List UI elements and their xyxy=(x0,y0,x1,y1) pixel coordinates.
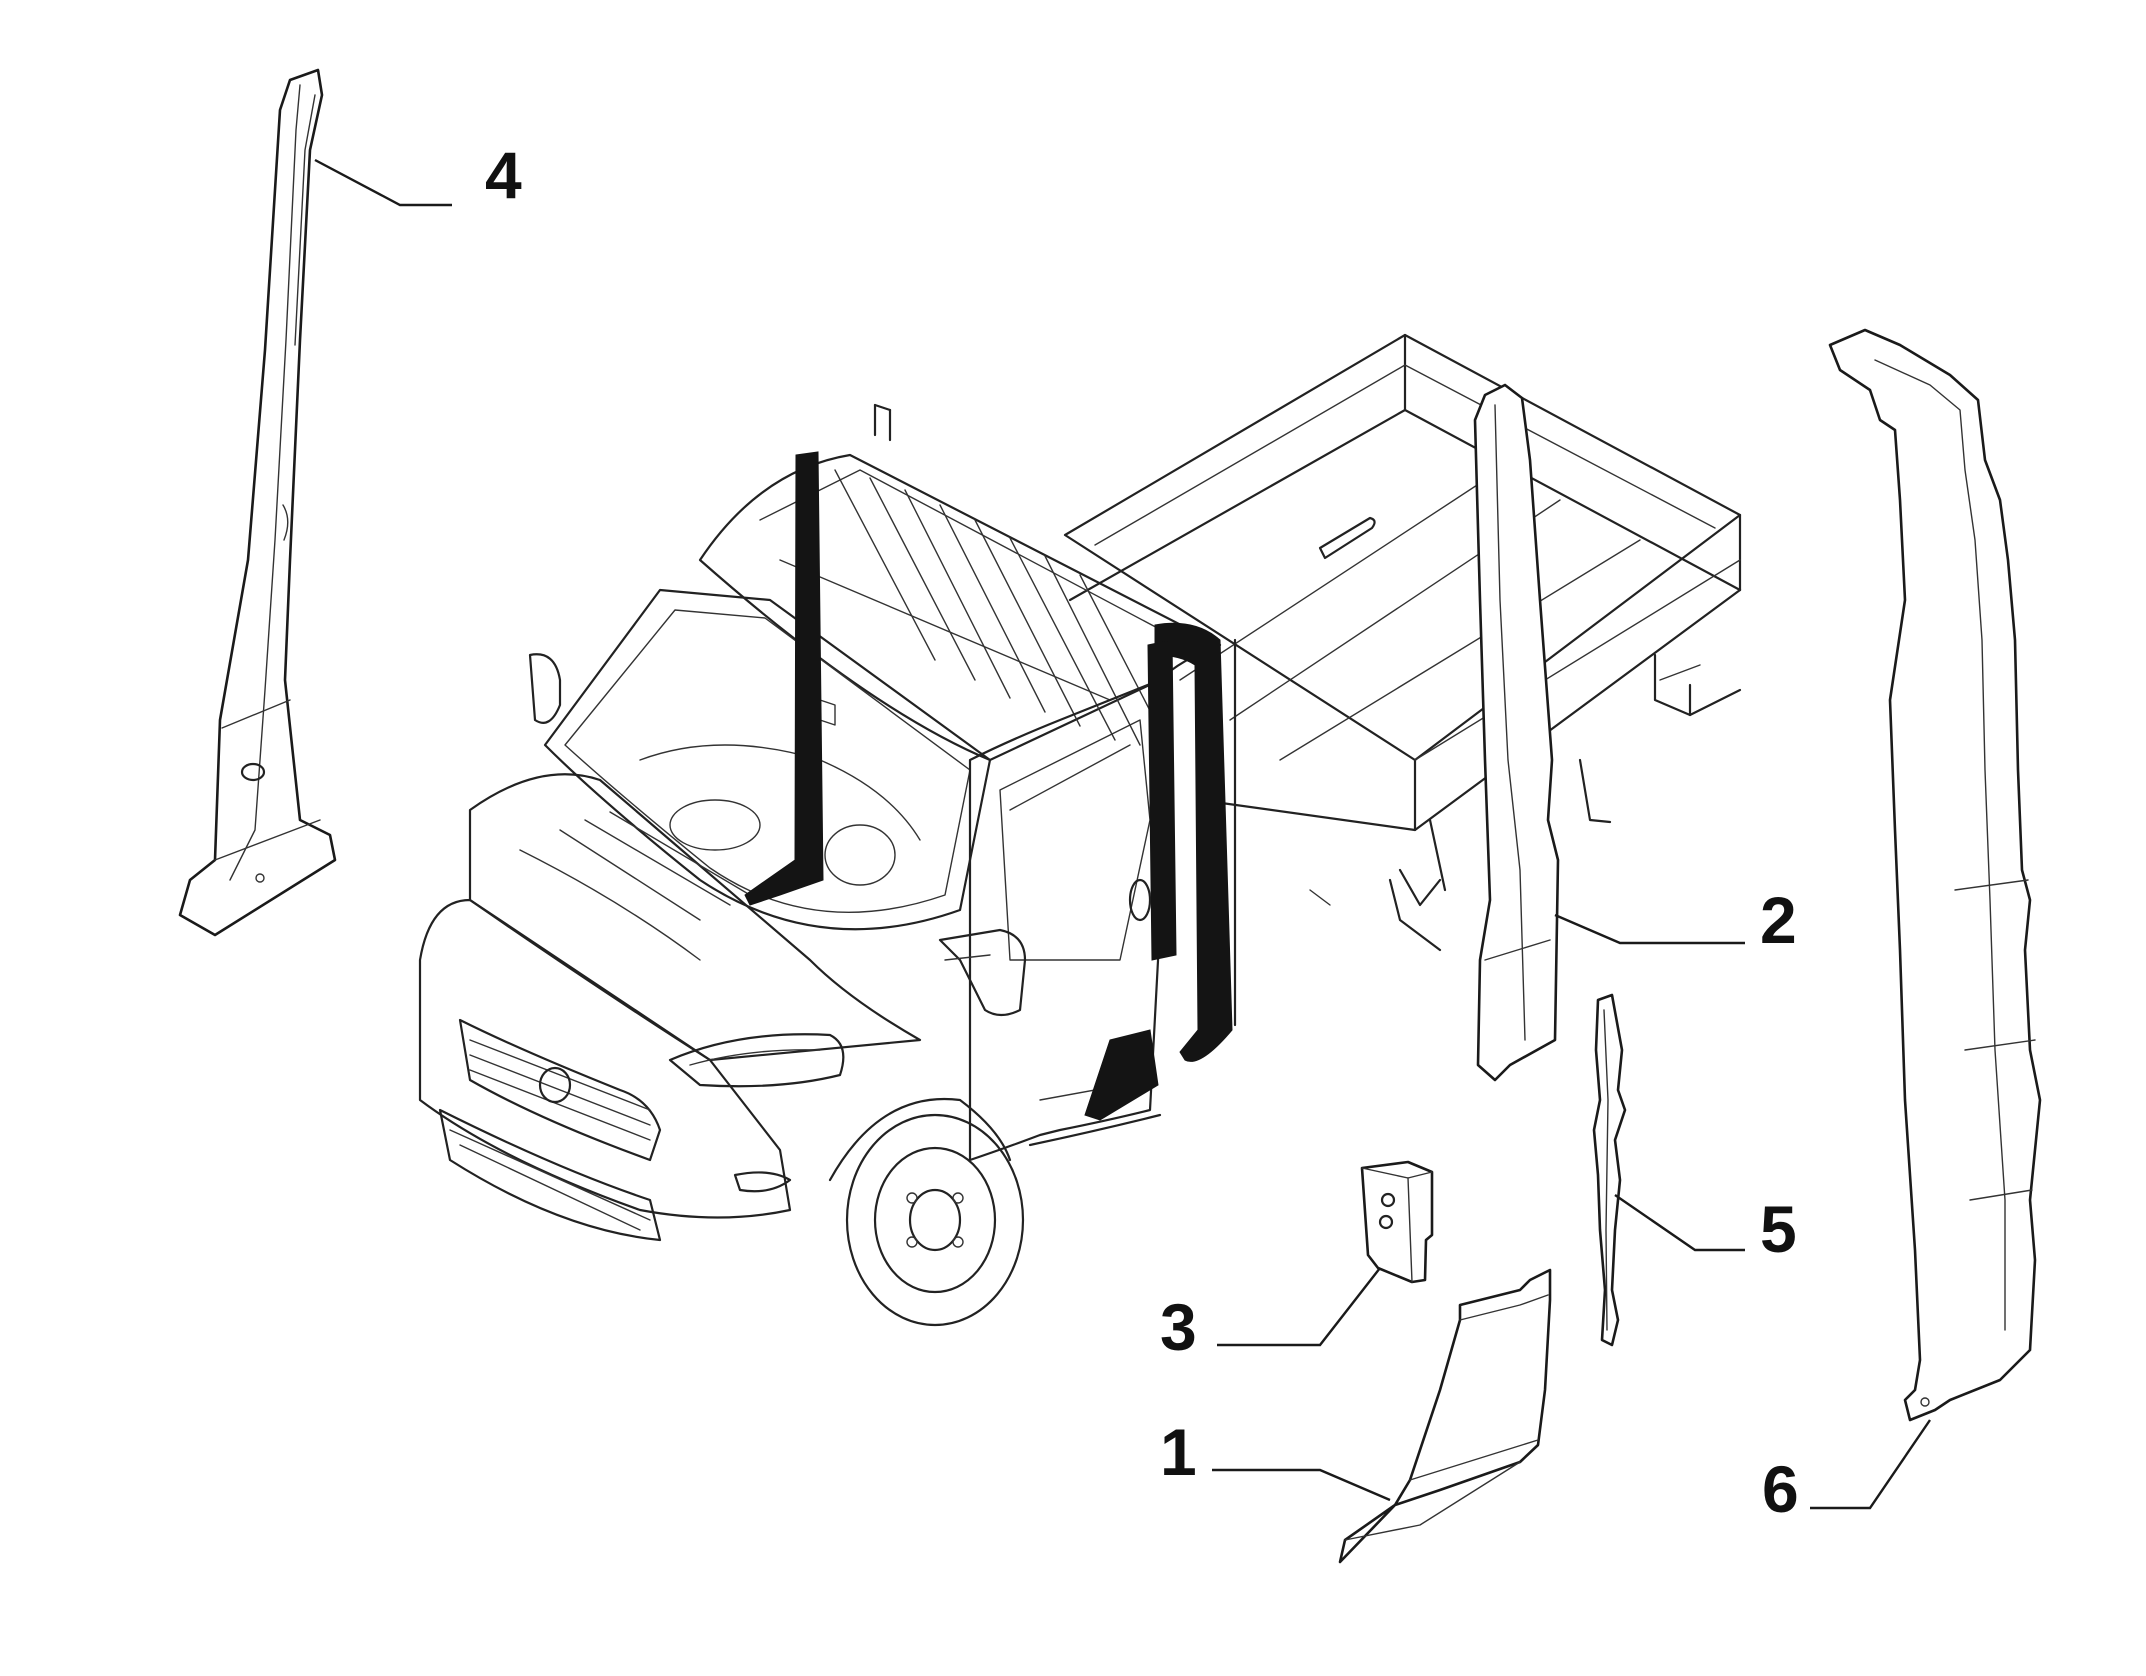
callout-numbers: 4 2 5 3 1 6 xyxy=(485,138,1799,1526)
leader-6 xyxy=(1810,1419,1931,1510)
callout-2: 2 xyxy=(1760,883,1797,957)
part-3-bracket xyxy=(1360,1160,1434,1284)
part-5-reinforcement xyxy=(1592,993,1627,1347)
part-1-lower-trim xyxy=(1338,1268,1552,1564)
callout-3: 3 xyxy=(1160,1290,1197,1364)
leader-3 xyxy=(1217,1267,1381,1347)
truck-drawing xyxy=(418,333,1742,1327)
callout-6: 6 xyxy=(1762,1452,1799,1526)
callout-5: 5 xyxy=(1760,1192,1797,1266)
leader-lines xyxy=(314,158,1931,1510)
callout-1: 1 xyxy=(1160,1415,1197,1489)
leader-4 xyxy=(314,158,452,207)
highlighted-parts xyxy=(744,451,1233,1121)
callout-4: 4 xyxy=(485,138,522,212)
leader-2 xyxy=(1554,913,1745,945)
leader-1 xyxy=(1212,1468,1391,1502)
part-4-a-pillar xyxy=(178,68,337,937)
leader-5 xyxy=(1614,1194,1745,1252)
part-2-b-pillar xyxy=(1473,383,1560,1082)
cargo-bed xyxy=(873,333,1742,952)
cab-body xyxy=(418,453,1237,1327)
part-6-long-rail xyxy=(1828,328,2042,1422)
